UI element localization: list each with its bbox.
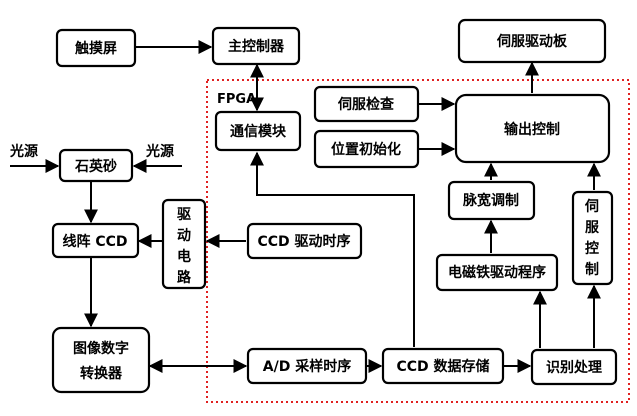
svg-text:伺服驱动板: 伺服驱动板 <box>496 33 568 50</box>
svg-text:动: 动 <box>177 227 191 244</box>
svg-text:A/D 采样时序: A/D 采样时序 <box>263 358 351 375</box>
node-ccd-data-storage: CCD 数据存储 <box>381 347 505 385</box>
node-drive-circuit: 驱 动 电 路 <box>161 198 207 290</box>
node-quartz-sand: 石英砂 <box>58 148 134 183</box>
node-servo-control: 伺 服 控 制 <box>571 190 614 286</box>
node-output-control: 输出控制 <box>454 93 611 164</box>
node-pulse-width-modulation: 脉宽调制 <box>447 180 536 221</box>
node-ccd-drive-timing: CCD 驱动时序 <box>246 222 363 260</box>
svg-text:制: 制 <box>585 261 599 278</box>
node-main-controller: 主控制器 <box>211 26 301 66</box>
svg-text:脉宽调制: 脉宽调制 <box>462 192 519 209</box>
edge-storage-comm <box>250 151 415 347</box>
svg-text:伺服检查: 伺服检查 <box>337 96 395 113</box>
svg-text:石英砂: 石英砂 <box>74 158 117 175</box>
svg-text:通信模块: 通信模块 <box>230 123 287 140</box>
light-source-right: 光源 <box>145 143 174 160</box>
svg-text:服: 服 <box>585 220 600 236</box>
svg-text:路: 路 <box>177 269 192 286</box>
node-servo-driver-board: 伺服驱动板 <box>457 18 607 64</box>
node-comm-module: 通信模块 <box>214 110 302 152</box>
node-servo-check: 伺服检查 <box>313 85 420 123</box>
svg-text:主控制器: 主控制器 <box>228 38 285 55</box>
svg-text:控: 控 <box>585 240 599 257</box>
svg-text:驱: 驱 <box>177 207 191 223</box>
node-image-converter: 图像数字 转换器 <box>51 326 151 394</box>
node-em-driver-program: 电磁铁驱动程序 <box>435 253 559 292</box>
svg-text:伺: 伺 <box>584 198 599 215</box>
edges <box>10 40 601 373</box>
svg-text:图像数字: 图像数字 <box>73 340 129 357</box>
svg-text:CCD 驱动时序: CCD 驱动时序 <box>257 233 350 250</box>
node-touchscreen: 触摸屏 <box>55 28 137 68</box>
node-linear-ccd: 线阵 CCD <box>51 222 140 259</box>
node-position-init: 位置初始化 <box>313 129 420 169</box>
svg-text:线阵 CCD: 线阵 CCD <box>62 233 127 250</box>
light-source-left: 光源 <box>9 143 38 160</box>
node-ad-sampling-timing: A/D 采样时序 <box>246 347 368 385</box>
svg-text:位置初始化: 位置初始化 <box>331 141 401 158</box>
svg-text:电: 电 <box>177 248 191 265</box>
svg-text:输出控制: 输出控制 <box>504 121 560 138</box>
svg-text:识别处理: 识别处理 <box>546 359 602 376</box>
svg-text:转换器: 转换器 <box>80 365 123 382</box>
node-recognition: 识别处理 <box>530 348 618 386</box>
svg-text:电磁铁驱动程序: 电磁铁驱动程序 <box>448 264 546 281</box>
svg-text:CCD 数据存储: CCD 数据存储 <box>396 358 489 375</box>
fpga-label: FPGA <box>217 92 256 107</box>
svg-text:触摸屏: 触摸屏 <box>74 40 117 57</box>
